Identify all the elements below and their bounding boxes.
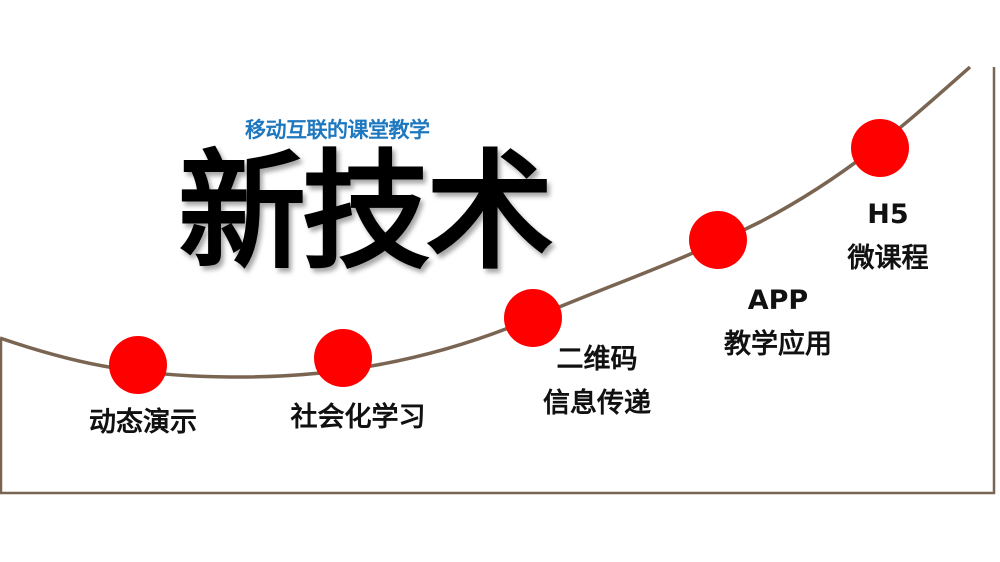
milestone-node-5 xyxy=(851,119,909,177)
label-line: H5 xyxy=(867,199,909,230)
milestone-label-3: 二维码 信息传递 xyxy=(543,338,651,426)
milestone-node-2 xyxy=(314,329,372,387)
label-line: 教学应用 xyxy=(724,329,832,360)
page-title: 新技术 xyxy=(178,138,554,287)
label-line: 动态演示 xyxy=(89,407,197,438)
label-line: 社会化学习 xyxy=(290,402,426,433)
milestone-label-5: H5 微课程 xyxy=(848,193,929,281)
frame-line xyxy=(0,67,996,495)
milestone-node-3 xyxy=(504,289,562,347)
milestone-node-4 xyxy=(689,211,747,269)
label-line: 微课程 xyxy=(847,243,929,274)
milestone-label-1: 动态演示 xyxy=(89,401,197,445)
subtitle: 移动互联的课堂教学 xyxy=(245,118,430,142)
label-line: 信息传递 xyxy=(543,388,651,419)
milestone-node-1 xyxy=(109,336,167,394)
milestone-label-4: APP 教学应用 xyxy=(724,279,832,367)
milestone-label-2: 社会化学习 xyxy=(291,396,426,440)
label-line: 二维码 xyxy=(556,344,638,375)
label-line: APP xyxy=(747,285,809,316)
